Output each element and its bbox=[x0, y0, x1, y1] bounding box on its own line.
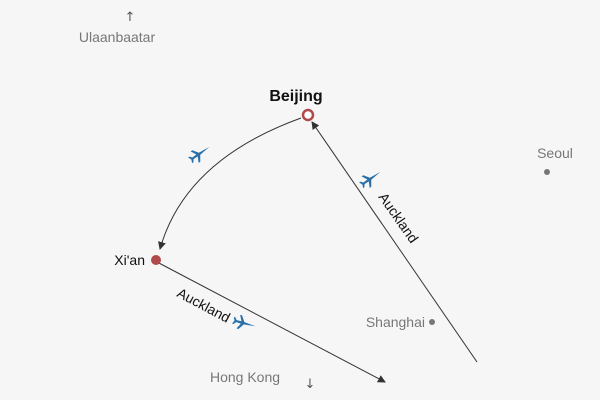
route-auckland-beijing bbox=[311, 121, 478, 363]
shanghai-marker[interactable] bbox=[429, 319, 435, 325]
city-label-shanghai: Shanghai bbox=[366, 314, 425, 330]
route-beijing-xian bbox=[158, 117, 302, 250]
plane-icon bbox=[357, 166, 385, 192]
city-label-ulaanbaatar: Ulaanbaatar bbox=[79, 29, 156, 45]
south-arrow-icon: ↓ bbox=[305, 377, 316, 392]
plane-icon bbox=[186, 141, 214, 167]
city-label-hong-kong: Hong Kong bbox=[210, 369, 280, 385]
plane-icon bbox=[231, 313, 258, 334]
city-label-xian: Xi'an bbox=[114, 252, 145, 268]
route-label-auckland-beijing: Auckland bbox=[376, 190, 422, 246]
north-arrow-icon: ↑ bbox=[125, 10, 136, 25]
route-label-xian-auckland: Auckland bbox=[175, 285, 233, 326]
seoul-marker[interactable] bbox=[544, 169, 550, 175]
route-xian-auckland bbox=[156, 261, 386, 383]
city-label-seoul: Seoul bbox=[537, 145, 573, 161]
xian-marker[interactable] bbox=[151, 255, 161, 265]
city-label-beijing: Beijing bbox=[269, 88, 322, 105]
beijing-marker[interactable] bbox=[301, 108, 315, 122]
